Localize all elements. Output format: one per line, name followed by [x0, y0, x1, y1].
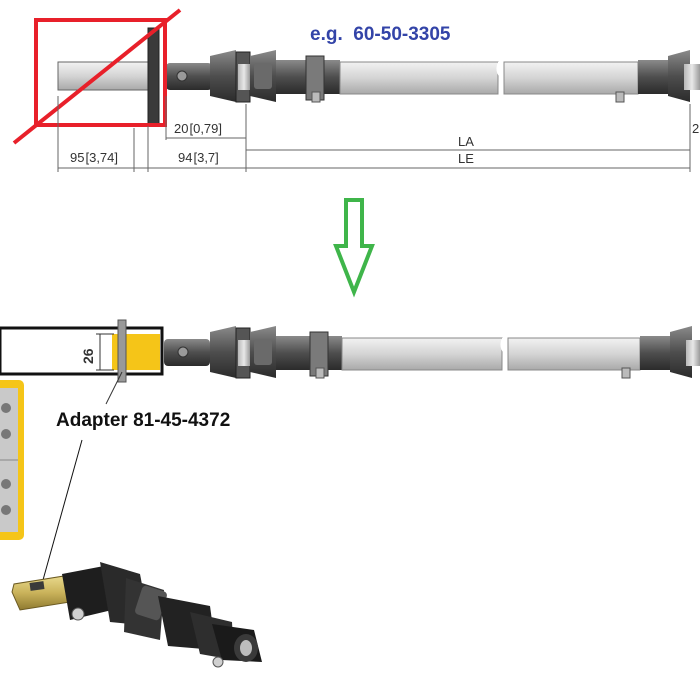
old-stub-flange — [147, 27, 160, 125]
joint-photo — [11, 562, 262, 668]
dim-right-edge: 2 — [692, 121, 699, 136]
adapter-label: Adapter 81-45-4372 — [56, 410, 231, 431]
top-dimension-lines — [57, 96, 691, 172]
example-prefix: e.g. — [310, 24, 343, 45]
cross-out-icon — [12, 8, 182, 145]
down-arrow-icon — [333, 198, 375, 298]
adapter-pointer — [105, 371, 123, 405]
top-left-yoke — [210, 50, 236, 102]
old-stub-shaft — [57, 61, 153, 91]
dim-overhang: 95[3,74] — [70, 150, 118, 165]
example-part-label: e.g. 60-50-3305 — [310, 24, 451, 46]
bottom-shaft-assembly: 26 — [0, 319, 700, 383]
adapter-photo-thumbnail — [0, 380, 24, 540]
dim-joint-gap: 20[0,79] — [174, 121, 222, 136]
dim-joint-length: 94[3,7] — [178, 150, 219, 165]
top-hub — [166, 63, 212, 90]
example-part-number: 60-50-3305 — [353, 24, 451, 45]
dim-le: LE — [458, 151, 474, 166]
top-shaft-assembly — [57, 27, 700, 125]
dim-adapter-width: 26 — [80, 348, 96, 364]
adapter-photo-pointer — [42, 439, 83, 581]
dim-la: LA — [458, 134, 474, 149]
top-main-tube — [339, 61, 499, 95]
